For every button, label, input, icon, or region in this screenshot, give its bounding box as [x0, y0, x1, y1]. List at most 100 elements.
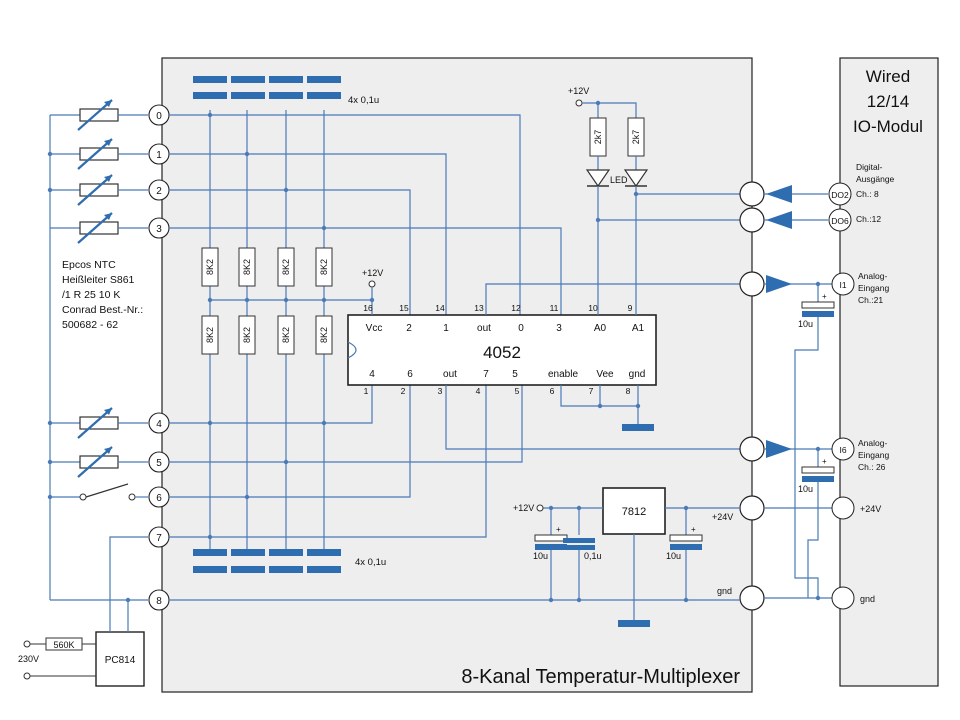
module-24v-label: +24V [860, 504, 881, 514]
svg-text:+12V: +12V [513, 503, 534, 513]
signal-arrows [764, 185, 832, 599]
svg-text:7: 7 [589, 386, 594, 396]
svg-text:8K2: 8K2 [281, 327, 291, 343]
svg-text:9: 9 [628, 303, 633, 313]
svg-text:1: 1 [364, 386, 369, 396]
svg-text:11: 11 [550, 303, 559, 313]
pin-i1: I1 [839, 280, 846, 290]
svg-text:A1: A1 [632, 323, 645, 334]
svg-text:6: 6 [550, 386, 555, 396]
svg-text:Eingang: Eingang [858, 450, 889, 460]
pin-do6: DO6 [831, 216, 849, 226]
vcc-supply-marker: +12V [362, 268, 383, 300]
svg-text:Analog-: Analog- [858, 438, 887, 448]
svg-text:Digital-: Digital- [856, 162, 883, 172]
svg-text:Ausgänge: Ausgänge [856, 174, 895, 184]
caps-bottom-label: 4x 0,1u [355, 557, 386, 568]
input-terminals: 0 1 2 3 4 5 6 7 8 [148, 104, 170, 611]
schematic-title: 8-Kanal Temperatur-Multiplexer [461, 666, 740, 688]
analog-filter-caps: + 10u + 10u [794, 281, 835, 601]
terminal-3: 3 [156, 224, 162, 235]
chip-ground [560, 385, 654, 431]
io-module-outline [839, 57, 939, 687]
terminal-1: 1 [156, 150, 162, 161]
svg-text:+: + [691, 525, 696, 534]
svg-text:Conrad Best.-Nr.:: Conrad Best.-Nr.: [62, 304, 143, 316]
svg-text:8K2: 8K2 [205, 327, 215, 343]
chip-4052: 4052 16 15 14 13 12 11 10 9 Vcc 2 1 out … [347, 300, 657, 396]
terminal-5: 5 [156, 458, 162, 469]
svg-text:10: 10 [588, 303, 598, 313]
terminal-gnd-label: gnd [717, 586, 732, 596]
svg-text:enable: enable [548, 369, 578, 380]
svg-text:+: + [822, 292, 827, 301]
svg-text:Vee: Vee [596, 369, 614, 380]
svg-text:A0: A0 [594, 323, 607, 334]
svg-text:/1 R 25 10 K: /1 R 25 10 K [62, 289, 120, 301]
svg-text:16: 16 [363, 303, 373, 313]
svg-text:2k7: 2k7 [631, 130, 641, 145]
svg-text:0,1u: 0,1u [584, 551, 602, 561]
address-led-section: +12V 2k7 2k7 LED [568, 86, 740, 315]
caps-top: 4x 0,1u [193, 76, 379, 106]
svg-text:5: 5 [512, 369, 518, 380]
resistors-8k2: 8K2 8K2 8K2 8K2 8K2 8K2 8K2 8K2 [201, 247, 333, 355]
svg-text:LED: LED [610, 175, 628, 185]
module-label-line1: Wired [866, 67, 910, 86]
ntc-sensors-bottom [47, 407, 148, 501]
svg-text:10u: 10u [533, 551, 548, 561]
terminal-24v-label: +24V [712, 512, 733, 522]
svg-text:6: 6 [407, 369, 413, 380]
terminal-7: 7 [156, 533, 162, 544]
svg-text:Ch.:21: Ch.:21 [858, 295, 883, 305]
svg-text:4: 4 [476, 386, 481, 396]
svg-text:8: 8 [626, 386, 631, 396]
terminal-2: 2 [156, 186, 162, 197]
svg-text:12: 12 [511, 303, 521, 313]
svg-text:10u: 10u [798, 484, 813, 494]
svg-text:+: + [822, 457, 827, 466]
svg-text:PC814: PC814 [105, 655, 136, 666]
svg-text:Eingang: Eingang [858, 283, 889, 293]
output-wiring [445, 283, 740, 450]
svg-text:5: 5 [515, 386, 520, 396]
terminal-0: 0 [156, 111, 162, 122]
svg-text:500682 - 62: 500682 - 62 [62, 319, 118, 331]
svg-text:8K2: 8K2 [242, 259, 252, 275]
svg-text:Heißleiter S861: Heißleiter S861 [62, 274, 135, 286]
svg-text:15: 15 [399, 303, 409, 313]
svg-text:+: + [556, 525, 561, 534]
module-gnd-label: gnd [860, 594, 875, 604]
terminal-4: 4 [156, 419, 162, 430]
svg-text:0: 0 [518, 323, 524, 334]
pin-do2: DO2 [831, 190, 849, 200]
svg-text:8K2: 8K2 [281, 259, 291, 275]
svg-text:Ch.:12: Ch.:12 [856, 214, 881, 224]
svg-text:4: 4 [369, 369, 375, 380]
svg-text:7812: 7812 [622, 506, 646, 518]
svg-text:+12V: +12V [362, 268, 383, 278]
svg-text:230V: 230V [18, 654, 39, 664]
chip-name: 4052 [483, 343, 521, 362]
svg-text:Epcos NTC: Epcos NTC [62, 259, 116, 271]
svg-text:3: 3 [556, 323, 562, 334]
optocoupler-pc814: PC814 560K 230V [18, 536, 148, 687]
svg-text:Analog-: Analog- [858, 271, 887, 281]
pin-i6: I6 [839, 445, 846, 455]
terminal-6: 6 [156, 493, 162, 504]
ntc-sensors-top [47, 99, 148, 244]
svg-text:14: 14 [435, 303, 445, 313]
caps-bottom: 4x 0,1u [193, 549, 386, 573]
svg-text:8K2: 8K2 [242, 327, 252, 343]
module-label-line3: IO-Modul [853, 117, 923, 136]
svg-text:Ch.: 26: Ch.: 26 [858, 462, 886, 472]
svg-text:8K2: 8K2 [319, 259, 329, 275]
svg-text:3: 3 [438, 386, 443, 396]
svg-text:out: out [477, 323, 491, 334]
svg-text:+12V: +12V [568, 86, 589, 96]
ntc-label: Epcos NTC Heißleiter S861 /1 R 25 10 K C… [62, 259, 143, 331]
svg-text:1: 1 [443, 323, 449, 334]
svg-text:13: 13 [474, 303, 484, 313]
